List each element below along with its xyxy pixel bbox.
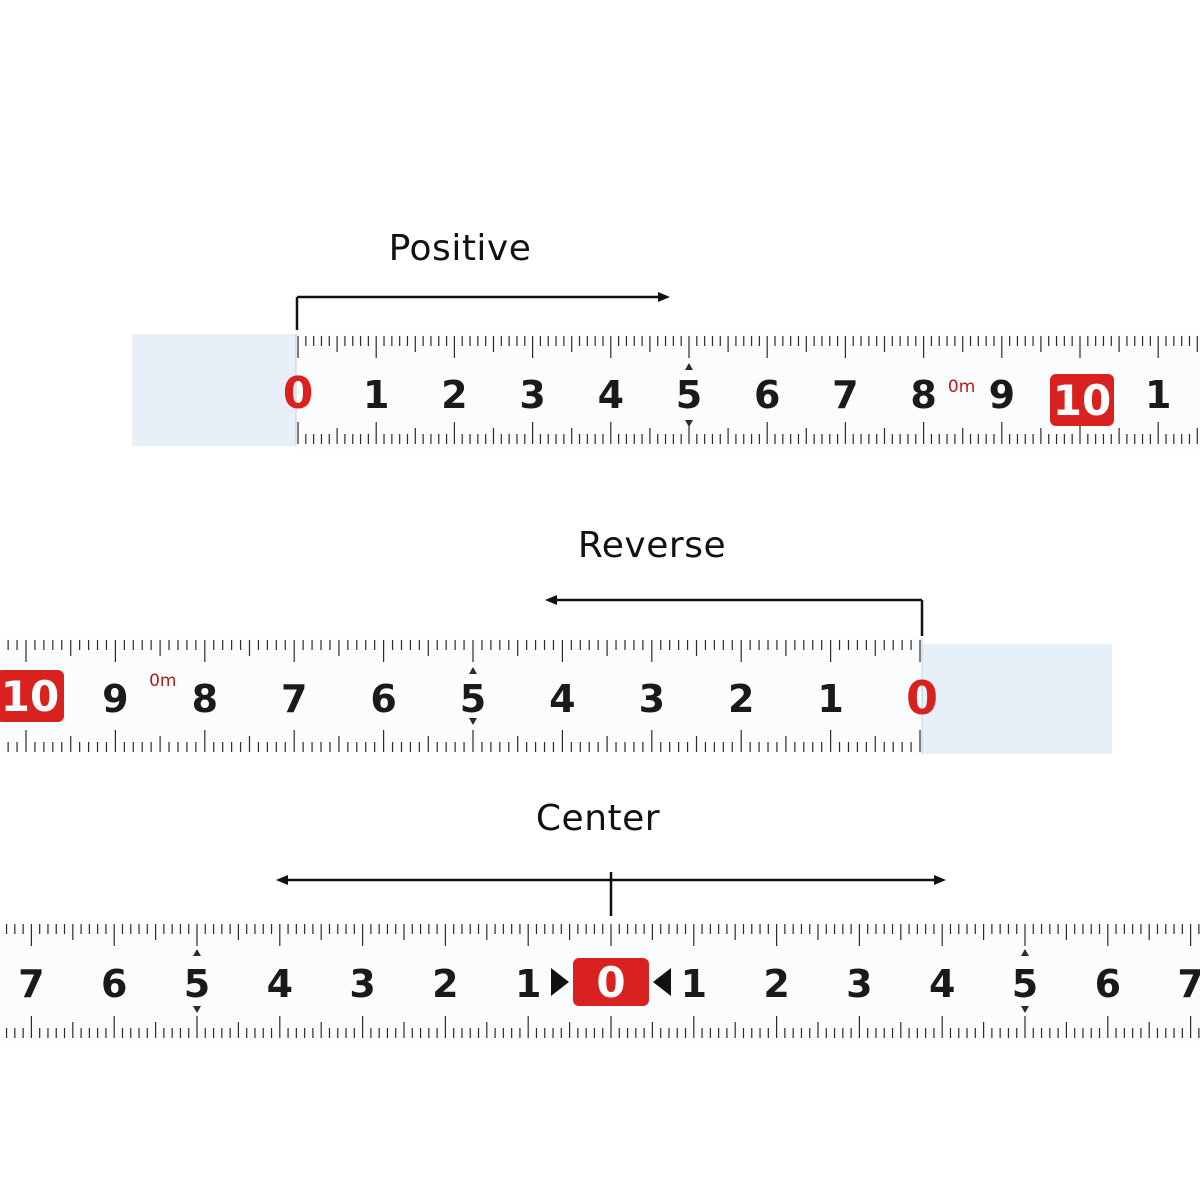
tape-number: 4 bbox=[598, 373, 624, 417]
tape-number: 7 bbox=[281, 677, 307, 721]
five-marker-top bbox=[469, 667, 477, 674]
tape-number: 4 bbox=[929, 962, 955, 1006]
tape-number: 3 bbox=[846, 962, 872, 1006]
positive-label: Positive bbox=[388, 228, 532, 269]
five-marker-bottom bbox=[685, 420, 693, 427]
tape-number: 7 bbox=[832, 373, 858, 417]
number-10-red-box bbox=[0, 670, 64, 722]
reverse-arrow bbox=[545, 595, 924, 636]
five-marker-top bbox=[1021, 949, 1029, 956]
number-10-red-box bbox=[1050, 374, 1114, 426]
center-tape-graphic: 7 6 5 4 3 2 1 0 1 2 3 4 5 6 7 bbox=[0, 922, 1200, 1042]
tape-number: 7 bbox=[18, 962, 44, 1006]
tape-number: 2 bbox=[728, 677, 754, 721]
tape-number: 7 bbox=[1177, 962, 1200, 1006]
center-arrow bbox=[276, 872, 946, 916]
tape-number: 3 bbox=[639, 677, 665, 721]
number-0-red: 0 bbox=[283, 368, 314, 419]
center-label: Center bbox=[535, 798, 661, 839]
number-10-red: 10 bbox=[1, 672, 59, 721]
tape-number: 4 bbox=[549, 677, 575, 721]
tick-marks bbox=[5, 924, 1200, 1038]
tape-number: 6 bbox=[370, 677, 396, 721]
tape-number: 8 bbox=[910, 373, 936, 417]
left-triangle bbox=[551, 968, 569, 996]
blank-leader bbox=[132, 334, 296, 446]
tape-number: 9 bbox=[102, 677, 128, 721]
tape-number: 3 bbox=[349, 962, 375, 1006]
right-triangle bbox=[653, 968, 671, 996]
five-marker-bottom bbox=[1021, 1006, 1029, 1013]
tape-number: 3 bbox=[519, 373, 545, 417]
five-marker-top bbox=[685, 363, 693, 370]
blank-leader bbox=[922, 644, 1112, 754]
number-0-red-box bbox=[573, 958, 649, 1006]
number-0-red: 0 bbox=[596, 958, 625, 1007]
number-10-red: 10 bbox=[1053, 376, 1111, 425]
tick-marks bbox=[7, 640, 921, 752]
positive-tape: 0 1 2 3 4 5 6 7 8 9 10 1 0m bbox=[132, 332, 1200, 458]
tape-number: 1 bbox=[363, 373, 389, 417]
positive-tape-graphic: 0 1 2 3 4 5 6 7 8 9 10 1 0m bbox=[132, 334, 1200, 454]
tape-number: 6 bbox=[1095, 962, 1121, 1006]
tape-number: 1 bbox=[1145, 373, 1171, 417]
tape-number: 4 bbox=[267, 962, 293, 1006]
five-marker-bottom bbox=[193, 1006, 201, 1013]
tape-number: 2 bbox=[432, 962, 458, 1006]
tape-number: 6 bbox=[754, 373, 780, 417]
unit-mark: 0m bbox=[948, 377, 975, 397]
tape-number: 9 bbox=[989, 373, 1015, 417]
five-marker-bottom bbox=[469, 718, 477, 725]
center-tape: 7 6 5 4 3 2 1 0 1 2 3 4 5 6 7 bbox=[0, 920, 1200, 1044]
positive-arrow bbox=[295, 292, 670, 330]
tape-number: 1 bbox=[817, 677, 843, 721]
tape-body bbox=[0, 638, 922, 754]
tick-marks bbox=[297, 336, 1198, 444]
tape-number: 6 bbox=[101, 962, 127, 1006]
number-0-red: 0 bbox=[906, 671, 938, 725]
reverse-label: Reverse bbox=[577, 525, 727, 566]
tape-number: 2 bbox=[763, 962, 789, 1006]
tape-number: 5 bbox=[184, 962, 210, 1006]
tape-number: 5 bbox=[460, 677, 486, 721]
tape-number: 5 bbox=[676, 373, 702, 417]
tape-number: 1 bbox=[681, 962, 707, 1006]
tape-number: 8 bbox=[192, 677, 218, 721]
tape-number: 2 bbox=[441, 373, 467, 417]
tape-number: 5 bbox=[1012, 962, 1038, 1006]
unit-mark: 0m bbox=[149, 671, 176, 691]
tape-number: 1 bbox=[515, 962, 541, 1006]
five-marker-top bbox=[193, 949, 201, 956]
